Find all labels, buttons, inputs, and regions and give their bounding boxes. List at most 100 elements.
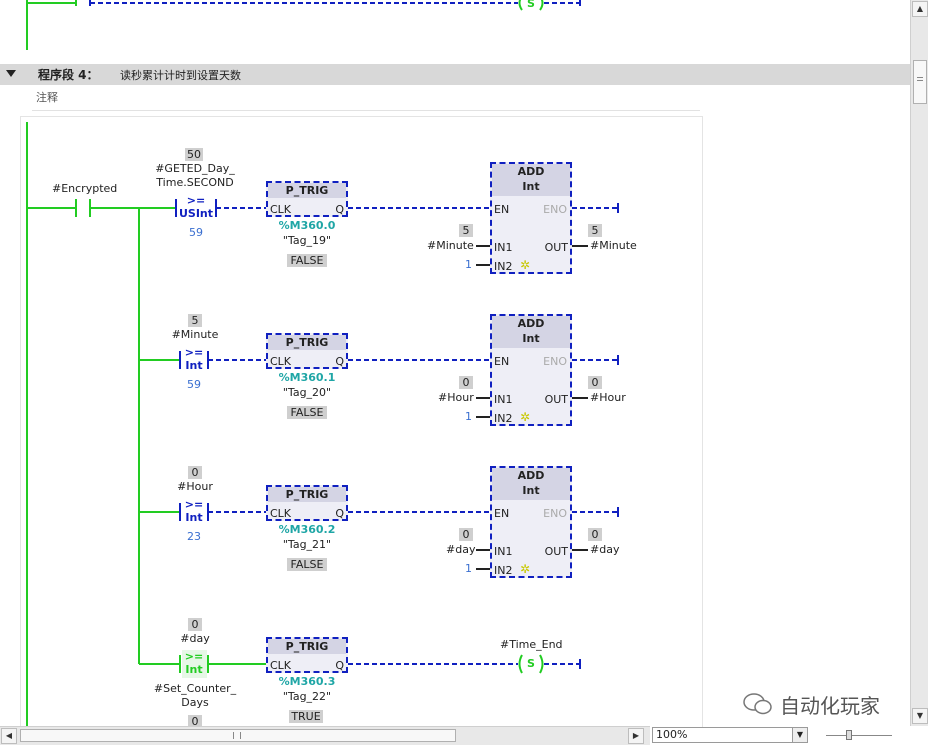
- compare-bottom-tag-line2[interactable]: Days: [181, 696, 209, 709]
- ptrig-address[interactable]: %M360.1: [278, 371, 336, 384]
- ptrig-title: P_TRIG: [268, 639, 346, 654]
- compare-top-value: 0: [188, 466, 202, 479]
- add-eno-pin: ENO: [543, 507, 567, 520]
- compare-tag-line1[interactable]: #Minute: [171, 328, 219, 341]
- compare-operator: >=: [186, 194, 206, 207]
- network-comment[interactable]: 注释: [32, 88, 700, 111]
- add-in2-value[interactable]: 1: [465, 258, 472, 271]
- add-type: Int: [522, 180, 540, 193]
- add-en-pin: EN: [494, 355, 510, 368]
- add-in1-value: 0: [459, 376, 473, 389]
- add-in2-value[interactable]: 1: [465, 562, 472, 575]
- horizontal-scrollbar[interactable]: ◀ ▶: [0, 726, 650, 745]
- contact-tag-encrypted[interactable]: #Encrypted: [52, 182, 118, 195]
- add-out-tag[interactable]: #Minute: [590, 239, 637, 252]
- ptrig-clk-pin: CLK: [270, 659, 292, 672]
- add-block[interactable]: ADD Int EN ENO IN1 IN2 ✲ OUT: [490, 466, 572, 578]
- ptrig-tag[interactable]: "Tag_21": [282, 538, 332, 551]
- add-block[interactable]: ADD Int EN ENO IN1 IN2 ✲ OUT: [490, 162, 572, 274]
- compare-type: Int: [185, 511, 203, 524]
- compare-operator: >=: [184, 498, 204, 511]
- add-out-pin: OUT: [544, 393, 568, 406]
- add-en-pin: EN: [494, 203, 510, 216]
- ptrig-block[interactable]: P_TRIG CLK Q: [266, 485, 348, 521]
- set-coil-symbol[interactable]: S: [527, 657, 535, 670]
- collapse-triangle-icon[interactable]: [6, 70, 16, 77]
- compare-bottom-value[interactable]: 23: [187, 530, 201, 543]
- compare-bottom-tag-line1[interactable]: #Set_Counter_: [153, 682, 237, 695]
- add-out-value: 5: [588, 224, 602, 237]
- network-description[interactable]: 读秒累计计时到设置天数: [120, 69, 241, 82]
- add-pin-star-icon[interactable]: ✲: [520, 410, 531, 424]
- add-out-value: 0: [588, 376, 602, 389]
- add-in1-pin: IN1: [494, 393, 513, 406]
- compare-tag-line2[interactable]: Time.SECOND: [156, 176, 234, 189]
- add-title: ADD: [517, 469, 545, 482]
- ptrig-title: P_TRIG: [268, 183, 346, 198]
- compare-type: Int: [185, 663, 203, 676]
- compare-top-value: 5: [188, 314, 202, 327]
- network-header[interactable]: 程序段 4： 读秒累计计时到设置天数: [0, 64, 910, 85]
- ptrig-block[interactable]: P_TRIG CLK Q: [266, 181, 348, 217]
- network-canvas: [20, 116, 703, 729]
- vertical-scrollbar[interactable]: ▲ ▼: [910, 0, 928, 726]
- coil-tag[interactable]: #Time_End: [500, 638, 563, 651]
- ptrig-clk-pin: CLK: [270, 355, 292, 368]
- ptrig-address[interactable]: %M360.0: [278, 219, 336, 232]
- ptrig-state: FALSE: [287, 558, 327, 571]
- vertical-scroll-thumb[interactable]: [913, 60, 927, 104]
- ptrig-q-pin: Q: [335, 203, 344, 216]
- ptrig-state: TRUE: [289, 710, 323, 723]
- add-in1-tag[interactable]: #Minute: [427, 239, 474, 252]
- ptrig-tag[interactable]: "Tag_19": [282, 234, 332, 247]
- ptrig-tag[interactable]: "Tag_22": [282, 690, 332, 703]
- ptrig-q-pin: Q: [335, 659, 344, 672]
- compare-bottom-value[interactable]: 59: [187, 378, 201, 391]
- add-eno-pin: ENO: [543, 203, 567, 216]
- add-out-tag[interactable]: #day: [590, 543, 620, 556]
- add-in1-tag[interactable]: #day: [446, 543, 476, 556]
- scroll-right-arrow-icon[interactable]: ▶: [628, 728, 644, 744]
- wechat-logo-icon: [742, 692, 774, 716]
- top-coil-symbol: S: [527, 0, 535, 10]
- ptrig-state: FALSE: [287, 406, 327, 419]
- compare-bottom-value[interactable]: 59: [189, 226, 203, 239]
- add-en-pin: EN: [494, 507, 510, 520]
- horizontal-scroll-thumb[interactable]: [20, 729, 456, 742]
- chevron-down-icon[interactable]: ▼: [792, 728, 807, 742]
- ptrig-block[interactable]: P_TRIG CLK Q: [266, 333, 348, 369]
- ptrig-title: P_TRIG: [268, 487, 346, 502]
- add-in2-pin: IN2: [494, 412, 513, 425]
- compare-bottom-value: 0: [188, 715, 202, 728]
- ptrig-tag[interactable]: "Tag_20": [282, 386, 332, 399]
- compare-type: Int: [185, 359, 203, 372]
- scroll-up-arrow-icon[interactable]: ▲: [912, 1, 928, 17]
- add-in2-value[interactable]: 1: [465, 410, 472, 423]
- compare-tag-line1[interactable]: #Hour: [177, 480, 213, 493]
- compare-tag-line1[interactable]: #day: [180, 632, 210, 645]
- add-block[interactable]: ADD Int EN ENO IN1 IN2 ✲ OUT: [490, 314, 572, 426]
- add-in1-tag[interactable]: #Hour: [438, 391, 474, 404]
- compare-type: USInt: [178, 207, 214, 220]
- ptrig-address[interactable]: %M360.2: [278, 523, 336, 536]
- ptrig-address[interactable]: %M360.3: [278, 675, 336, 688]
- watermark-text: 自动化玩家: [780, 694, 880, 718]
- add-pin-star-icon[interactable]: ✲: [520, 258, 531, 272]
- add-in2-pin: IN2: [494, 564, 513, 577]
- compare-top-value: 50: [185, 148, 203, 161]
- add-pin-star-icon[interactable]: ✲: [520, 562, 531, 576]
- zoom-select[interactable]: 100% ▼: [652, 727, 808, 743]
- add-in1-value: 5: [459, 224, 473, 237]
- compare-operator: >=: [184, 650, 204, 663]
- scroll-down-arrow-icon[interactable]: ▼: [912, 708, 928, 724]
- ptrig-block[interactable]: P_TRIG CLK Q: [266, 637, 348, 673]
- zoom-slider[interactable]: [826, 730, 892, 740]
- scroll-left-arrow-icon[interactable]: ◀: [1, 728, 17, 744]
- ptrig-state: FALSE: [287, 254, 327, 267]
- ladder-wiring: [26, 0, 619, 726]
- add-type: Int: [522, 332, 540, 345]
- add-out-tag[interactable]: #Hour: [590, 391, 626, 404]
- compare-tag-line1[interactable]: #GETED_Day_: [155, 162, 235, 175]
- add-in1-pin: IN1: [494, 241, 513, 254]
- add-in1-pin: IN1: [494, 545, 513, 558]
